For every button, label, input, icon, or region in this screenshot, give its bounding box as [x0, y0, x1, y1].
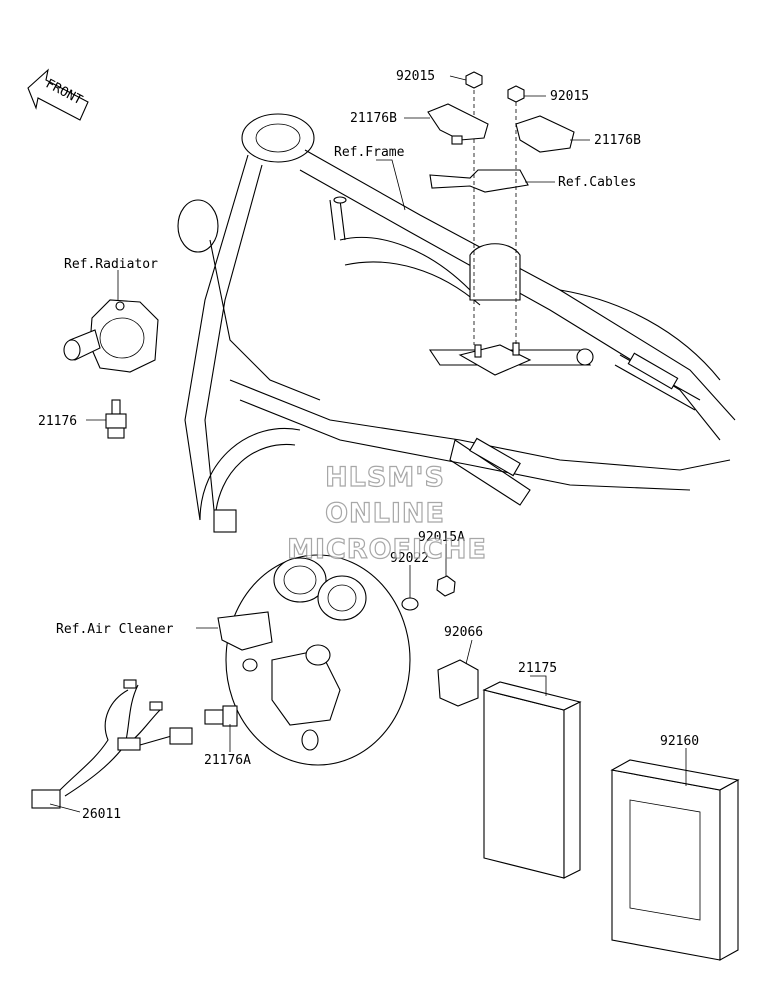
callout-ref-air-cleaner: Ref.Air Cleaner — [56, 622, 174, 637]
connector-92066 — [437, 659, 479, 707]
leader-line — [49, 803, 81, 813]
callout-21176B-left: 21176B — [350, 111, 397, 126]
washer-92022 — [401, 597, 419, 611]
cable-bracket — [429, 169, 529, 193]
watermark-line-3: MICROFICHE — [287, 534, 487, 565]
leader-line — [465, 639, 473, 665]
nut-92015A — [436, 575, 456, 597]
callout-ref-cables: Ref.Cables — [558, 175, 636, 190]
callout-92015-top-left: 92015 — [396, 69, 435, 84]
nut-92015-right — [507, 85, 525, 103]
callout-21175: 21175 — [518, 661, 557, 676]
watermark: HLSM'S ONLINE MICROFICHE — [286, 461, 487, 565]
watermark-line-1: HLSM'S — [325, 462, 445, 493]
callout-26011: 26011 — [82, 807, 121, 822]
leader-line — [449, 75, 467, 81]
callout-21176A: 21176A — [204, 753, 251, 768]
thermostat-housing — [63, 299, 159, 373]
frame-drawing — [177, 113, 736, 533]
leader-line — [376, 159, 406, 211]
wire-harness-26011 — [31, 679, 193, 809]
ecu-21175 — [482, 681, 582, 879]
callout-92022: 92022 — [390, 551, 429, 566]
callout-ref-frame: Ref.Frame — [334, 145, 405, 160]
temp-sender-21176 — [105, 399, 127, 439]
callout-92015A: 92015A — [418, 530, 465, 545]
watermark-line-2: ONLINE — [325, 498, 445, 529]
nut-92015-left — [465, 71, 483, 89]
callout-ref-radiator: Ref.Radiator — [64, 257, 158, 272]
callout-21176B-right: 21176B — [594, 133, 641, 148]
callout-92066: 92066 — [444, 625, 483, 640]
leader-line — [530, 675, 547, 696]
ecu-cover-92160 — [610, 759, 740, 961]
air-cleaner-base — [217, 554, 411, 766]
sensor-21176B-left — [427, 103, 489, 145]
callout-92015-top-right: 92015 — [550, 89, 589, 104]
sensor-21176B-right — [515, 115, 575, 153]
front-arrow-icon: FRONT — [27, 68, 89, 121]
callout-21176: 21176 — [38, 414, 77, 429]
callout-92160: 92160 — [660, 734, 699, 749]
sensor-21176A — [204, 705, 238, 727]
